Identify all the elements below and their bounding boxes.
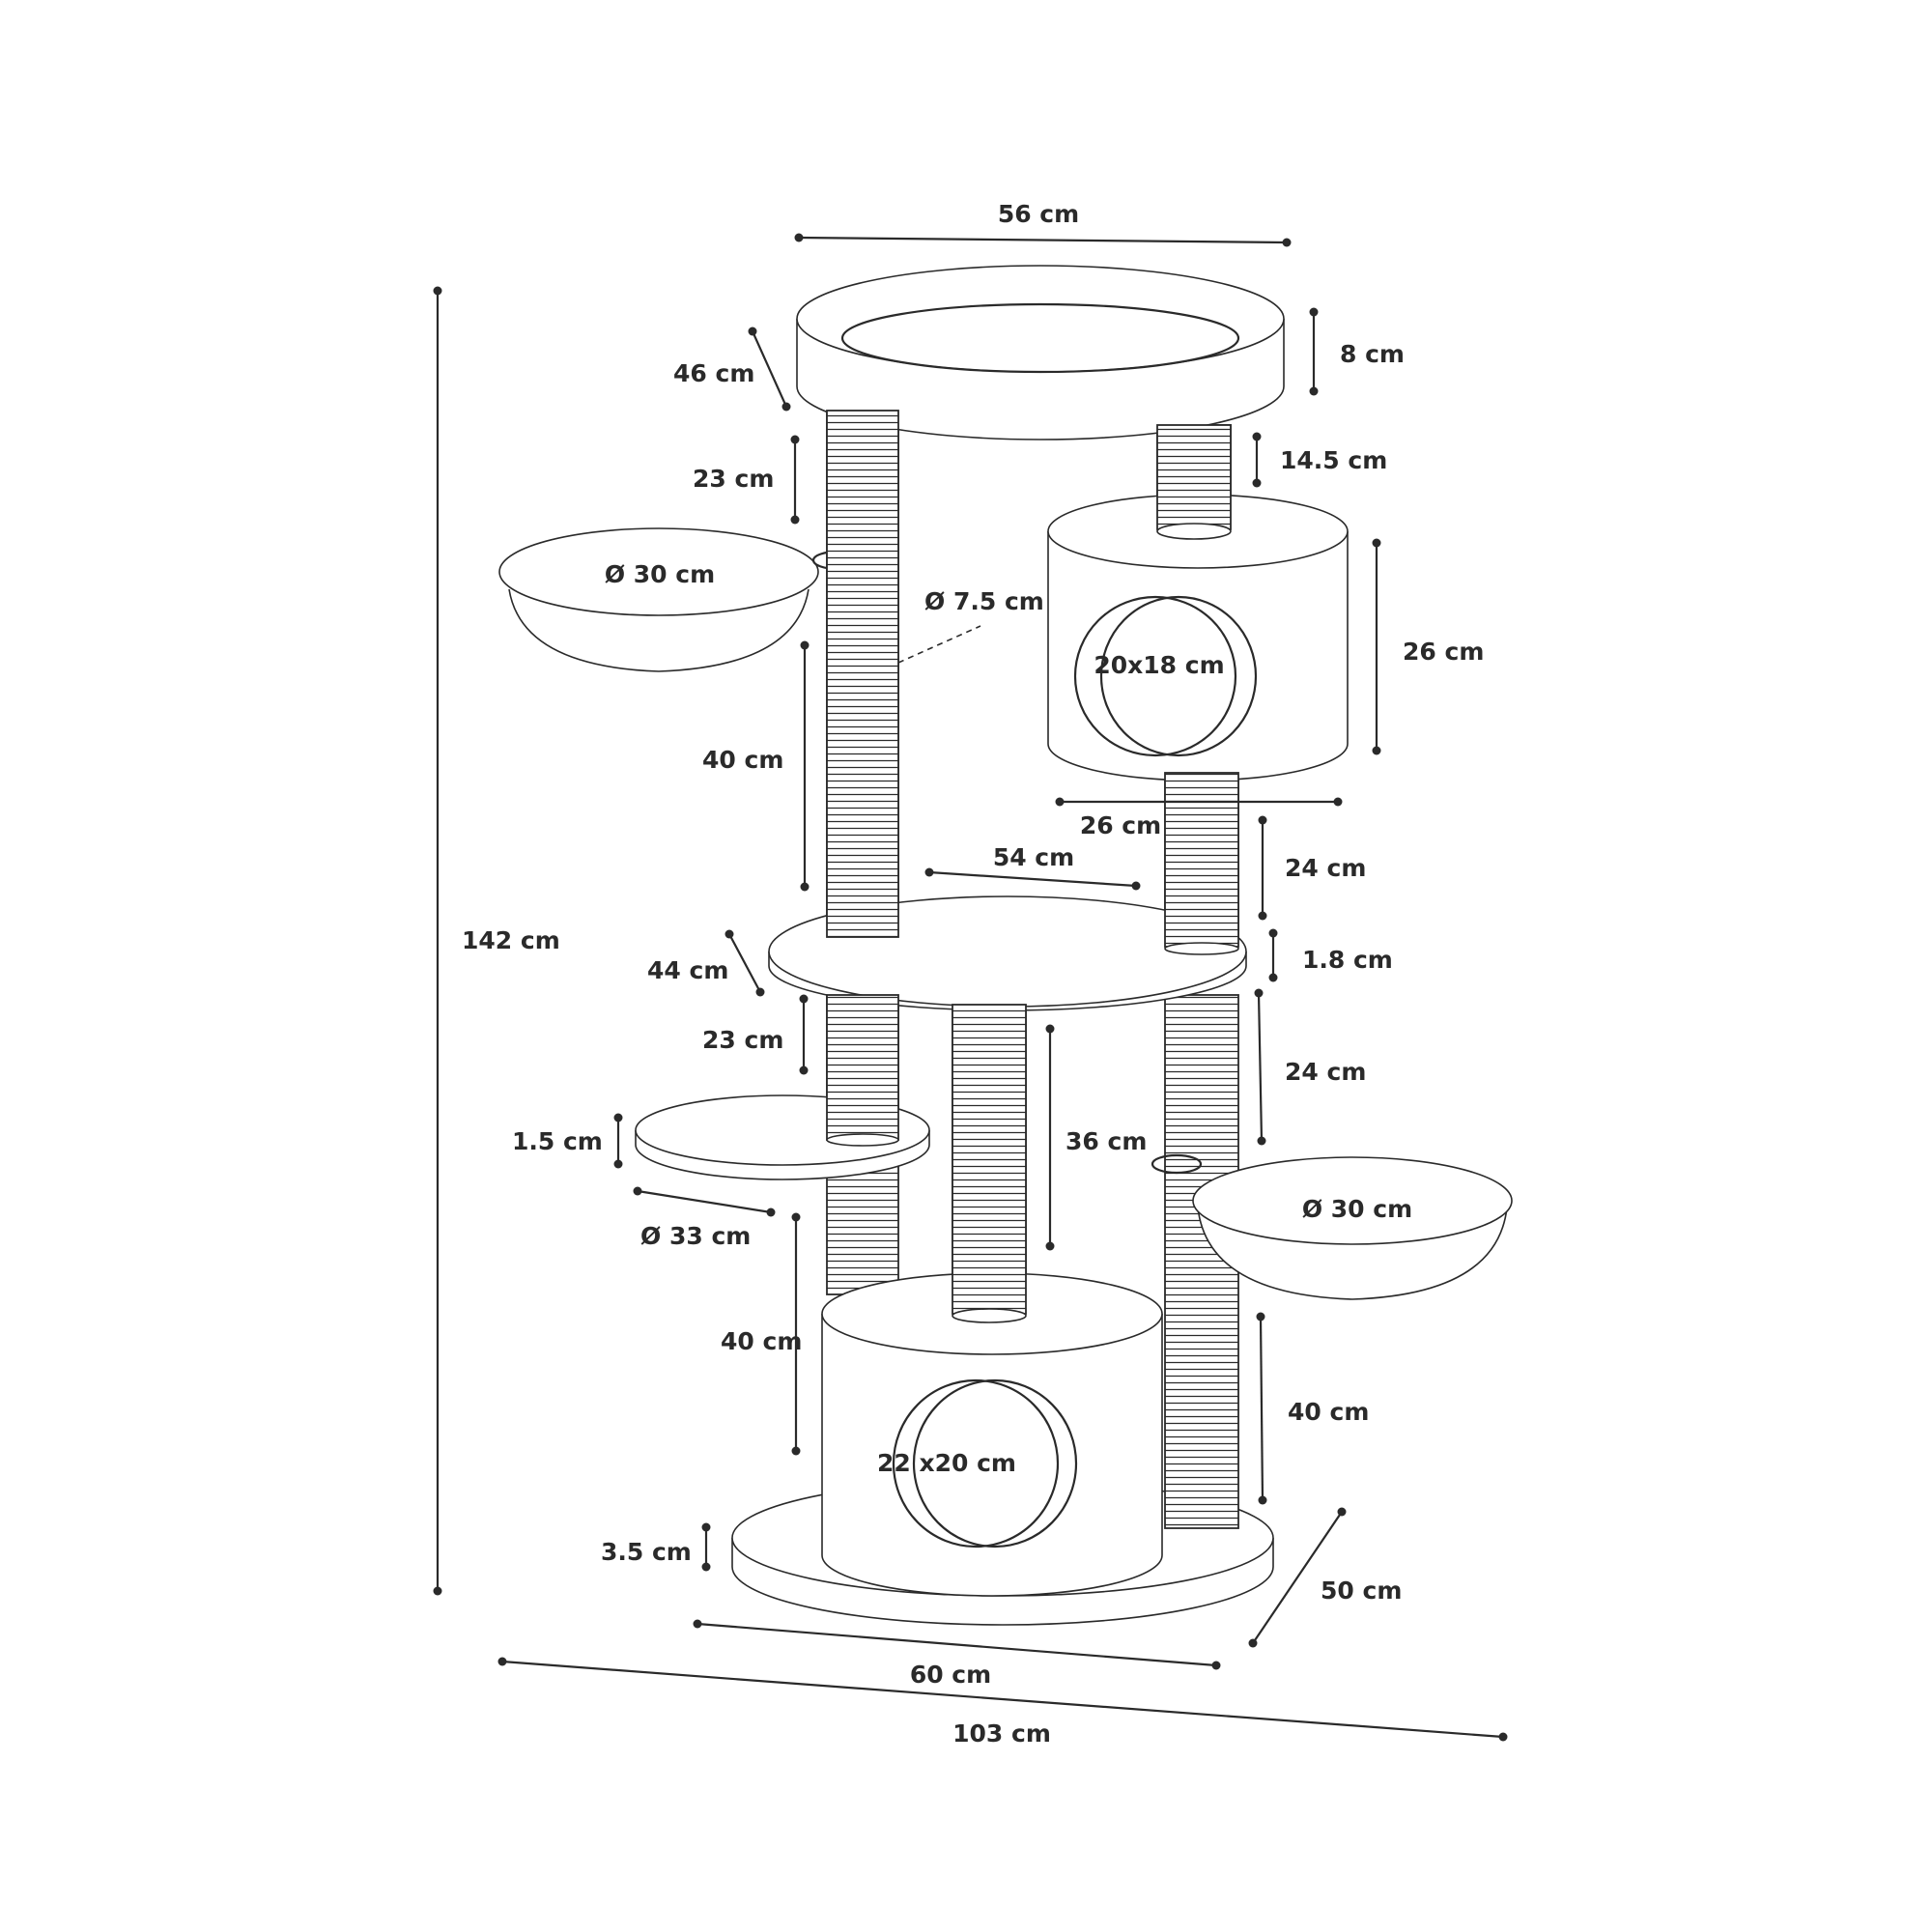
label-left-post-mid: 40 cm	[702, 746, 783, 774]
label-center-post: 36 cm	[1065, 1127, 1147, 1155]
label-left-post-lower: 23 cm	[702, 1026, 783, 1054]
dimension-lines	[433, 233, 1508, 1742]
label-house-lower-opening: 22 x20 cm	[877, 1449, 1016, 1477]
label-bowl-lower-diameter: Ø 30 cm	[1302, 1195, 1412, 1223]
label-top-depth: 46 cm	[673, 359, 754, 387]
upper-bowl	[498, 527, 864, 672]
lower-bowl	[1151, 1153, 1513, 1300]
lower-house-entrance	[892, 1378, 1078, 1548]
label-overall-width: 103 cm	[952, 1719, 1051, 1747]
label-base-thickness: 3.5 cm	[601, 1538, 692, 1566]
middle-platform	[768, 410, 1247, 1011]
label-right-post-bottom: 40 cm	[1288, 1398, 1369, 1426]
top-ring-bed	[796, 265, 1285, 440]
label-small-platform-thickness: 1.5 cm	[512, 1127, 603, 1155]
label-top-width: 56 cm	[998, 200, 1079, 228]
label-bowl-upper-diameter: Ø 30 cm	[605, 560, 715, 588]
label-house-upper-width: 26 cm	[1080, 811, 1161, 839]
upper-house	[1047, 424, 1349, 781]
label-total-height: 142 cm	[462, 926, 560, 954]
dimension-labels: 56 cm 8 cm 46 cm 14.5 cm 23 cm Ø 30 cm Ø…	[462, 200, 1484, 1747]
label-upper-post-right: 14.5 cm	[1280, 446, 1387, 474]
lower-house	[821, 1004, 1163, 1597]
label-middle-platform-depth: 44 cm	[647, 956, 728, 984]
label-middle-platform-width: 54 cm	[993, 843, 1074, 871]
label-left-post-bottom: 40 cm	[721, 1327, 802, 1355]
label-right-post-mid: 24 cm	[1285, 854, 1366, 882]
label-top-ring-height: 8 cm	[1340, 340, 1405, 368]
label-house-upper-opening: 20x18 cm	[1094, 651, 1224, 679]
label-small-platform-diameter: Ø 33 cm	[640, 1222, 751, 1250]
label-middle-platform-thickness: 1.8 cm	[1302, 946, 1393, 974]
label-base-depth: 50 cm	[1321, 1577, 1402, 1605]
post-diameter-leader	[897, 625, 981, 664]
upper-house-entrance	[1073, 595, 1258, 757]
label-right-post-lower: 24 cm	[1285, 1058, 1366, 1086]
label-house-upper-height: 26 cm	[1403, 638, 1484, 666]
small-platform	[635, 994, 930, 1180]
label-upper-post-left: 23 cm	[693, 465, 774, 493]
label-base-width: 60 cm	[910, 1661, 991, 1689]
label-post-diameter: Ø 7.5 cm	[924, 587, 1044, 615]
